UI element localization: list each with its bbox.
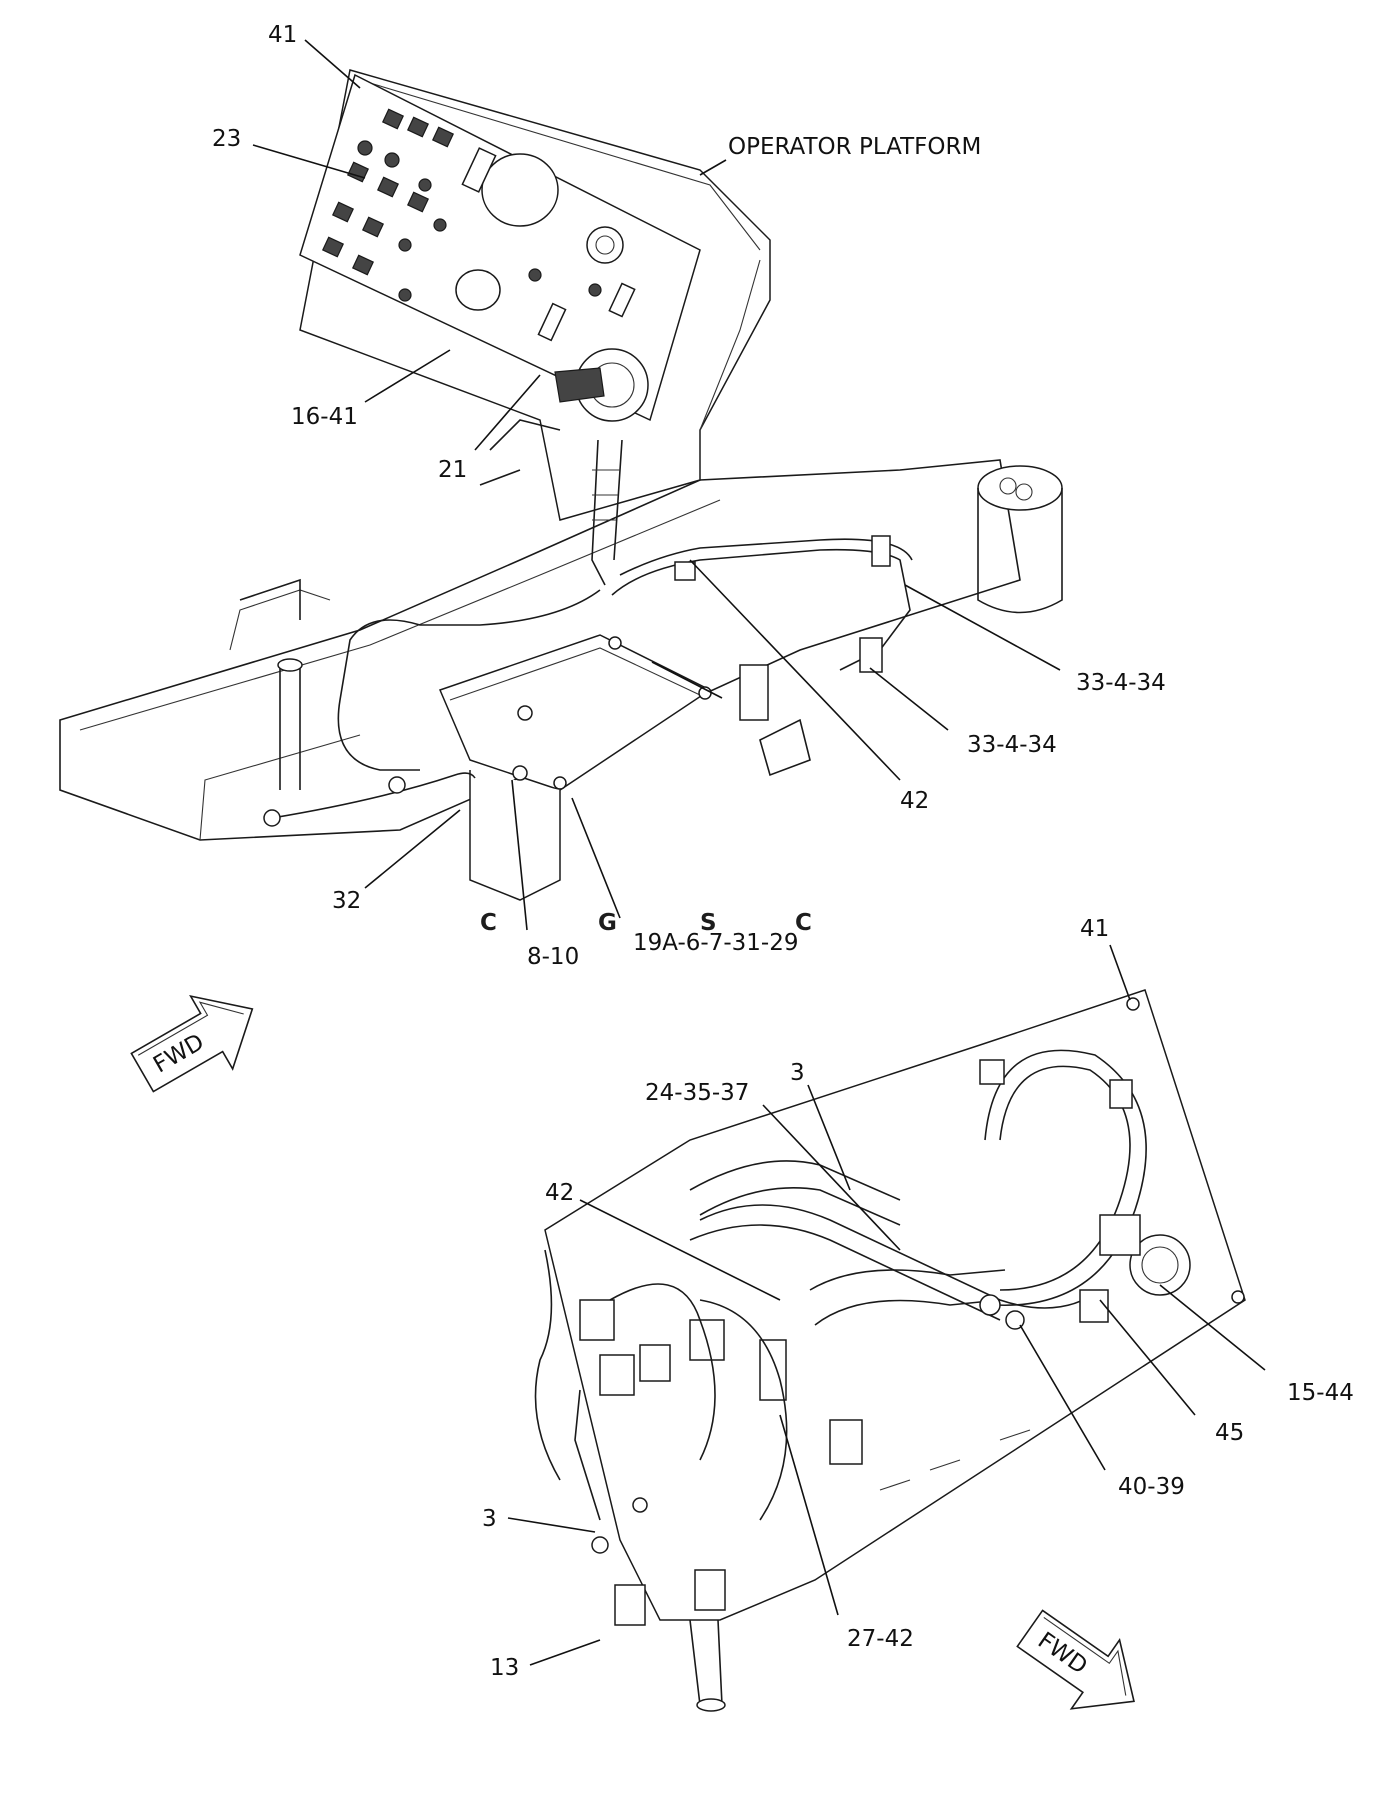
callout-top-16-41: 16-41 — [291, 404, 358, 430]
watermark: C G S C — [480, 910, 812, 936]
callout-bottom-13: 13 — [490, 1655, 519, 1681]
leader-lines — [252, 39, 1266, 1666]
title-label: OPERATOR PLATFORM — [728, 134, 981, 160]
fwd-arrow-bottom: FWD — [1016, 1609, 1135, 1710]
watermark-letter-4: C — [795, 910, 812, 936]
callout-bottom-15-44: 15-44 — [1287, 1380, 1354, 1406]
callout-labels: OPERATOR PLATFORM 41 23 16-41 21 33-4-34… — [212, 22, 1354, 1681]
ecm-module — [438, 634, 712, 791]
callout-bottom-42: 42 — [545, 1180, 574, 1206]
gauge-left — [481, 153, 559, 227]
fwd-label-bottom: FWD — [1033, 1628, 1092, 1680]
connector-cluster-right — [979, 1059, 1191, 1330]
callout-top-19a-6-7-31-29: 19A-6-7-31-29 — [633, 930, 799, 956]
callout-top-8-10: 8-10 — [527, 944, 579, 970]
watermark-letter-1: C — [480, 910, 497, 936]
callout-bottom-3-left: 3 — [482, 1506, 497, 1532]
watermark-letter-2: G — [598, 910, 617, 936]
callout-bottom-24-35-37: 24-35-37 — [645, 1080, 749, 1106]
callout-bottom-3-top: 3 — [790, 1060, 805, 1086]
fwd-label-top: FWD — [149, 1029, 208, 1078]
callout-bottom-40-39: 40-39 — [1118, 1474, 1185, 1500]
callout-top-33-4-34-b: 33-4-34 — [967, 732, 1057, 758]
callout-bottom-45: 45 — [1215, 1420, 1244, 1446]
callout-top-21: 21 — [438, 457, 467, 483]
connector-cluster-left — [534, 1249, 863, 1554]
callout-top-32: 32 — [332, 888, 361, 914]
fwd-arrow-top: FWD — [130, 994, 254, 1093]
panel-switches — [321, 108, 602, 302]
callout-bottom-41: 41 — [1080, 916, 1109, 942]
top-assembly — [59, 69, 1063, 901]
bottom-assembly — [534, 989, 1246, 1712]
callout-top-33-4-34-a: 33-4-34 — [1076, 670, 1166, 696]
callout-top-41: 41 — [268, 22, 297, 48]
watermark-letter-3: S — [700, 910, 717, 936]
callout-top-23: 23 — [212, 126, 241, 152]
callout-top-42: 42 — [900, 788, 929, 814]
mounting-plate — [544, 989, 1246, 1621]
gauge-right — [586, 226, 624, 264]
callout-bottom-27-42: 27-42 — [847, 1626, 914, 1652]
